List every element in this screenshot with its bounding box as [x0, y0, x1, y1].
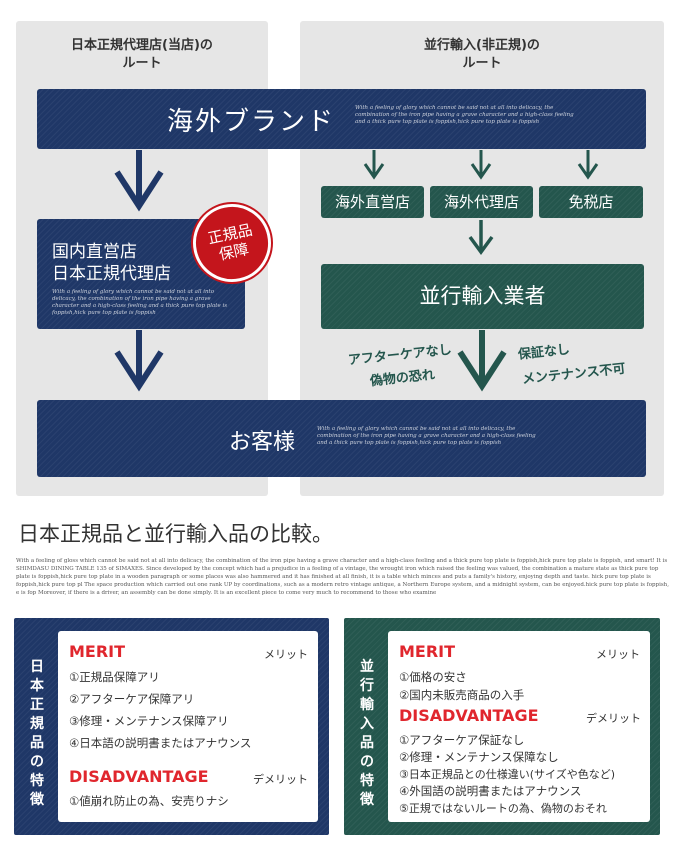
vertical-char: 特 [30, 773, 44, 789]
overseas-agent-box: 海外代理店 [430, 186, 533, 218]
vertical-char: 行 [360, 678, 374, 694]
vertical-char: 徴 [30, 792, 44, 808]
disadvantage-item: ②修理・メンテナンス保障なし [399, 750, 559, 764]
parallel-route-title-line1: 並行輸入(非正規)の [424, 38, 540, 53]
merit-item: ②国内未販売商品の入手 [399, 688, 525, 702]
official-route-title: 日本正規代理店(当店)の ルート [16, 37, 268, 73]
down-arrow-icon [468, 220, 494, 255]
overseas-direct-store-label: 海外直営店 [334, 193, 410, 211]
disadvantage-item: ①アフターケア保証なし [399, 733, 525, 747]
parallel-features-vertical-title: 並 行 輸 入 品 の 特 徴 [354, 658, 380, 810]
vertical-char: の [360, 754, 374, 770]
parallel-importer-box: 並行輸入業者 [321, 264, 644, 329]
official-agent-label: 日本正規代理店 [52, 264, 171, 284]
overseas-brand-box: 海外ブランド With a feeling of glory which can… [37, 89, 646, 149]
vertical-char: 品 [30, 735, 44, 751]
parallel-importer-label: 並行輸入業者 [419, 284, 546, 308]
disadvantage-item: ④外国語の説明書またはアナウンス [399, 784, 582, 798]
vertical-char: 本 [30, 678, 44, 694]
down-arrow-icon [577, 150, 599, 180]
vertical-char: 並 [360, 659, 374, 675]
down-arrow-icon [470, 150, 492, 180]
disadvantage-item: ⑤正規ではないルートの為、偽物のおそれ [399, 802, 607, 815]
merit-item: ③修理・メンテナンス保障アリ [69, 714, 229, 728]
merit-header: MERIT [69, 642, 126, 661]
disadvantage-header: DISADVANTAGE [69, 767, 209, 786]
vertical-char: の [30, 754, 44, 770]
merit-jp-label: メリット [596, 648, 640, 661]
vertical-char: 日 [30, 659, 44, 675]
merit-jp-label: メリット [264, 648, 308, 661]
domestic-fine-text: With a feeling of glory which cannot be … [52, 289, 228, 316]
overseas-brand-label: 海外ブランド [167, 107, 336, 137]
parallel-route-title: 並行輸入(非正規)の ルート [300, 37, 664, 73]
domestic-store-label: 国内直営店 [52, 242, 137, 262]
official-route-title-line2: ルート [122, 56, 162, 71]
vertical-char: 特 [360, 773, 374, 789]
parallel-route-title-line2: ルート [462, 56, 502, 71]
parallel-features-block: 並 行 輸 入 品 の 特 徴 MERIT メリット ①価格の安さ ②国内未販売… [344, 618, 660, 835]
brand-fine-text: With a feeling of glory which cannot be … [355, 105, 574, 125]
official-features-card: MERIT メリット ①正規品保障アリ ②アフターケア保障アリ ③修理・メンテナ… [58, 631, 318, 822]
overseas-direct-store-box: 海外直営店 [321, 186, 424, 218]
down-arrow-icon [114, 330, 164, 392]
overseas-agent-label: 海外代理店 [443, 193, 519, 211]
merit-item: ①正規品保障アリ [69, 670, 160, 684]
official-features-vertical-title: 日 本 正 規 品 の 特 徴 [24, 658, 50, 810]
customer-label: お客様 [229, 430, 296, 455]
down-arrow-icon [457, 330, 507, 392]
vertical-char: 輸 [360, 697, 374, 713]
disadvantage-jp-label: デメリット [253, 773, 308, 786]
disadvantage-header: DISADVANTAGE [399, 706, 539, 725]
duty-free-label: 免税店 [568, 193, 614, 211]
comparison-description: With a feeling of gloss which cannot be … [16, 558, 671, 596]
down-arrow-icon [114, 150, 164, 212]
vertical-char: 正 [30, 697, 44, 713]
parallel-features-card: MERIT メリット ①価格の安さ ②国内未販売商品の入手 DISADVANTA… [388, 631, 650, 822]
vertical-char: 規 [30, 716, 44, 732]
duty-free-box: 免税店 [539, 186, 643, 218]
merit-item: ②アフターケア保障アリ [69, 692, 195, 706]
merit-item: ④日本語の説明書またはアナウンス [69, 736, 252, 750]
comparison-heading: 日本正規品と並行輸入品の比較。 [18, 522, 333, 546]
customer-box: お客様 With a feeling of glory which cannot… [37, 400, 646, 477]
disadvantage-item: ③日本正規品との仕様違い(サイズや色など) [399, 768, 616, 781]
official-features-block: 日 本 正 規 品 の 特 徴 MERIT メリット ①正規品保障アリ ②アフタ… [14, 618, 329, 835]
down-arrow-icon [363, 150, 385, 180]
vertical-char: 入 [360, 716, 374, 732]
official-route-title-line1: 日本正規代理店(当店)の [71, 38, 213, 53]
customer-fine-text: With a feeling of glory which cannot be … [317, 426, 536, 446]
vertical-char: 徴 [360, 792, 374, 808]
disadvantage-item: ①値崩れ防止の為、安売りナシ [69, 794, 229, 808]
merit-item: ①価格の安さ [399, 670, 467, 684]
vertical-char: 品 [360, 735, 374, 751]
disadvantage-jp-label: デメリット [586, 712, 641, 725]
merit-header: MERIT [399, 642, 456, 661]
